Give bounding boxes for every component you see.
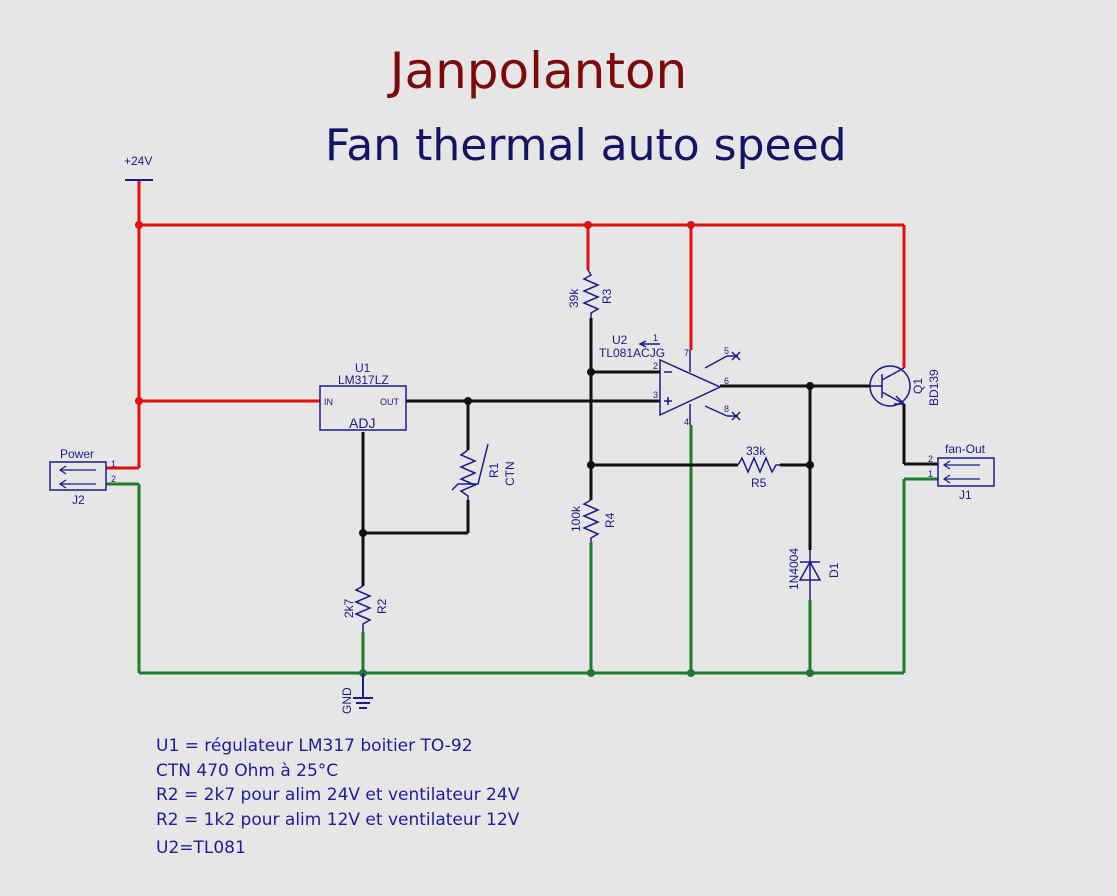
ground-symbol: [353, 673, 373, 709]
u1-part: LM317LZ: [338, 373, 389, 387]
u2-ref: U2: [612, 333, 628, 347]
u2-pin8: 8: [724, 404, 729, 414]
u2-opamp: [638, 340, 741, 425]
r5-ref: R5: [751, 476, 767, 490]
ground-label: GND: [340, 687, 354, 714]
fan-out-pin1: 1: [928, 469, 933, 479]
u2-part: TL081ACJG: [599, 346, 665, 360]
vcc-symbol: +24V: [124, 154, 153, 181]
r3-ref: R3: [600, 288, 614, 304]
u2-pin5: 5: [724, 346, 729, 356]
r2-ref: R2: [375, 598, 389, 614]
power-connector-name: Power: [60, 447, 94, 461]
power-connector-ref: J2: [72, 493, 85, 507]
notes-block: U1 = régulateur LM317 boitier TO-92 CTN …: [156, 734, 519, 861]
r4-resistor: [582, 499, 600, 542]
u1-adj-label: ADJ: [349, 415, 375, 431]
r1-value: CTN: [503, 461, 517, 486]
fan-out-connector: fan-Out J1 2 1: [928, 442, 995, 502]
note-line: R2 = 1k2 pour alim 12V et ventilateur 12…: [156, 809, 520, 830]
u2-pin4: 4: [684, 417, 689, 427]
d1-value: 1N4004: [787, 548, 801, 590]
q1-ref: Q1: [911, 378, 925, 394]
r5-value: 33k: [746, 444, 766, 458]
junction-dots: [135, 221, 814, 677]
diagram-title: Janpolanton: [389, 42, 688, 100]
power-pin1: 1: [111, 459, 116, 469]
r3-resistor: [582, 269, 600, 318]
power-pin2: 2: [111, 474, 116, 484]
u1-out-label: OUT: [380, 397, 400, 407]
u2-pin6: 6: [724, 376, 729, 386]
diagram-subtitle: Fan thermal auto speed: [325, 120, 847, 171]
u2-pin1: 1: [653, 333, 658, 343]
ground-rail: [106, 425, 938, 675]
u1-in-label: IN: [324, 397, 333, 407]
u2-pin3: 3: [653, 390, 658, 400]
fan-out-connector-name: fan-Out: [945, 442, 986, 456]
d1-diode: [798, 550, 822, 600]
r5-resistor: [737, 456, 780, 474]
u1-regulator: U1 LM317LZ IN OUT ADJ: [319, 361, 407, 431]
fan-out-connector-ref: J1: [959, 488, 972, 502]
q1-value: BD139: [927, 369, 941, 406]
u2-pin2: 2: [653, 361, 658, 371]
positive-rail: [106, 180, 906, 470]
r1-ref: R1: [487, 462, 501, 478]
r1-thermistor: [451, 443, 489, 500]
note-line: U1 = régulateur LM317 boitier TO-92: [156, 736, 473, 756]
r2-value: 2k7: [342, 598, 356, 618]
q1-transistor: [869, 365, 911, 407]
d1-ref: D1: [827, 562, 841, 578]
r2-resistor: [354, 585, 372, 632]
r4-ref: R4: [603, 512, 617, 528]
u1-ref: U1: [355, 361, 371, 375]
note-line: U2=TL081: [156, 838, 246, 858]
vcc-label: +24V: [124, 154, 152, 168]
power-connector: Power J2 1 2: [49, 447, 116, 507]
fan-out-pin2: 2: [928, 454, 933, 464]
note-line: R2 = 2k7 pour alim 24V et ventilateur 24…: [156, 785, 520, 805]
u2-pin7: 7: [684, 348, 689, 358]
r4-value: 100k: [569, 505, 583, 532]
r3-value: 39k: [567, 288, 581, 308]
note-line: CTN 470 Ohm à 25°C: [156, 760, 339, 781]
